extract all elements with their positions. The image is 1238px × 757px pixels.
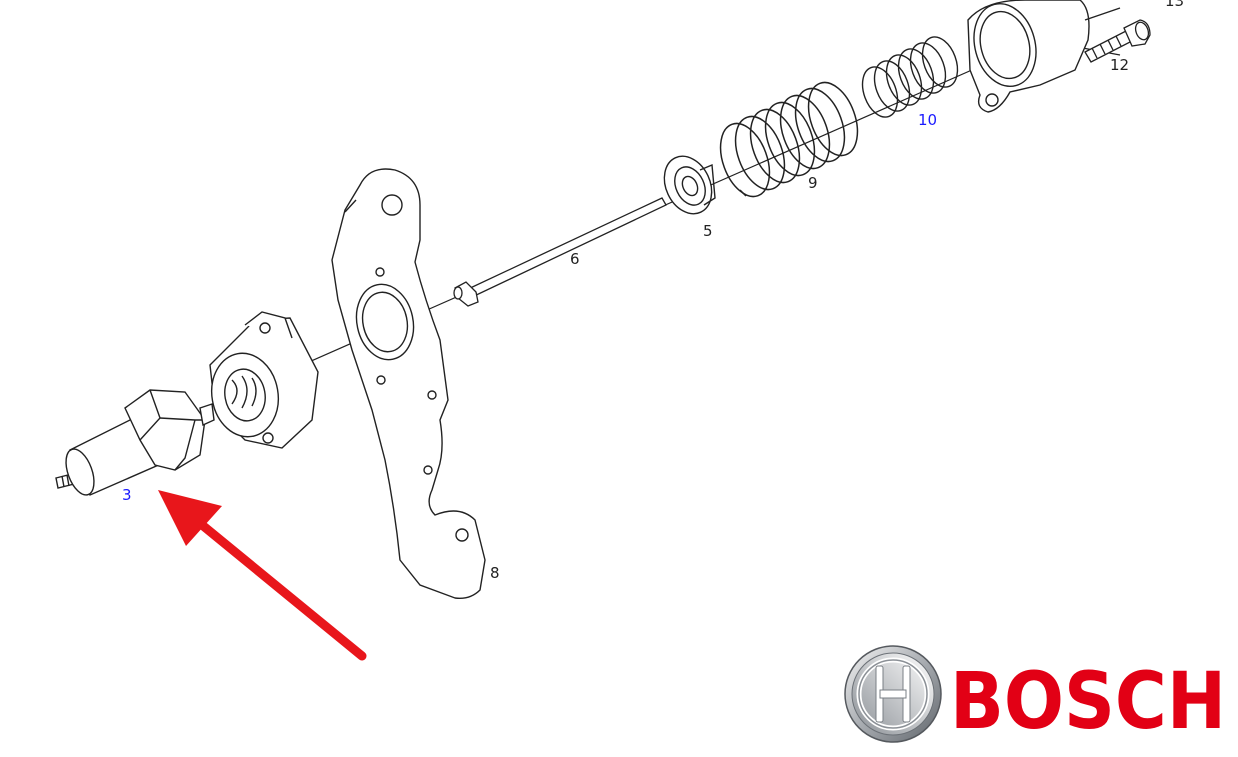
- callout-3[interactable]: 3: [122, 486, 132, 504]
- part-5-washer[interactable]: [655, 149, 720, 222]
- part-13-cover-housing[interactable]: [965, 0, 1121, 113]
- bosch-armature-emblem-icon: [844, 645, 942, 743]
- callout-6: 6: [570, 250, 580, 268]
- part-10-small-spring[interactable]: [856, 32, 964, 122]
- bosch-wordmark: BOSCH: [950, 657, 1226, 747]
- callout-8: 8: [490, 564, 500, 582]
- bosch-logo: BOSCH: [844, 645, 1226, 747]
- red-pointer-arrow: [158, 490, 367, 661]
- callout-12: 12: [1110, 56, 1129, 74]
- part-12-screw[interactable]: [1084, 19, 1151, 63]
- part-9-large-spring[interactable]: [711, 76, 866, 203]
- callout-9: 9: [808, 174, 818, 192]
- part-3-sensor[interactable]: [55, 389, 215, 499]
- callout-5: 5: [703, 222, 713, 240]
- callout-13: 13: [1165, 0, 1184, 10]
- part-6-rod[interactable]: [453, 197, 667, 307]
- sensor-mounting-block[interactable]: [205, 311, 319, 449]
- callout-10[interactable]: 10: [918, 111, 937, 129]
- part-8-bracket-plate[interactable]: [331, 168, 486, 600]
